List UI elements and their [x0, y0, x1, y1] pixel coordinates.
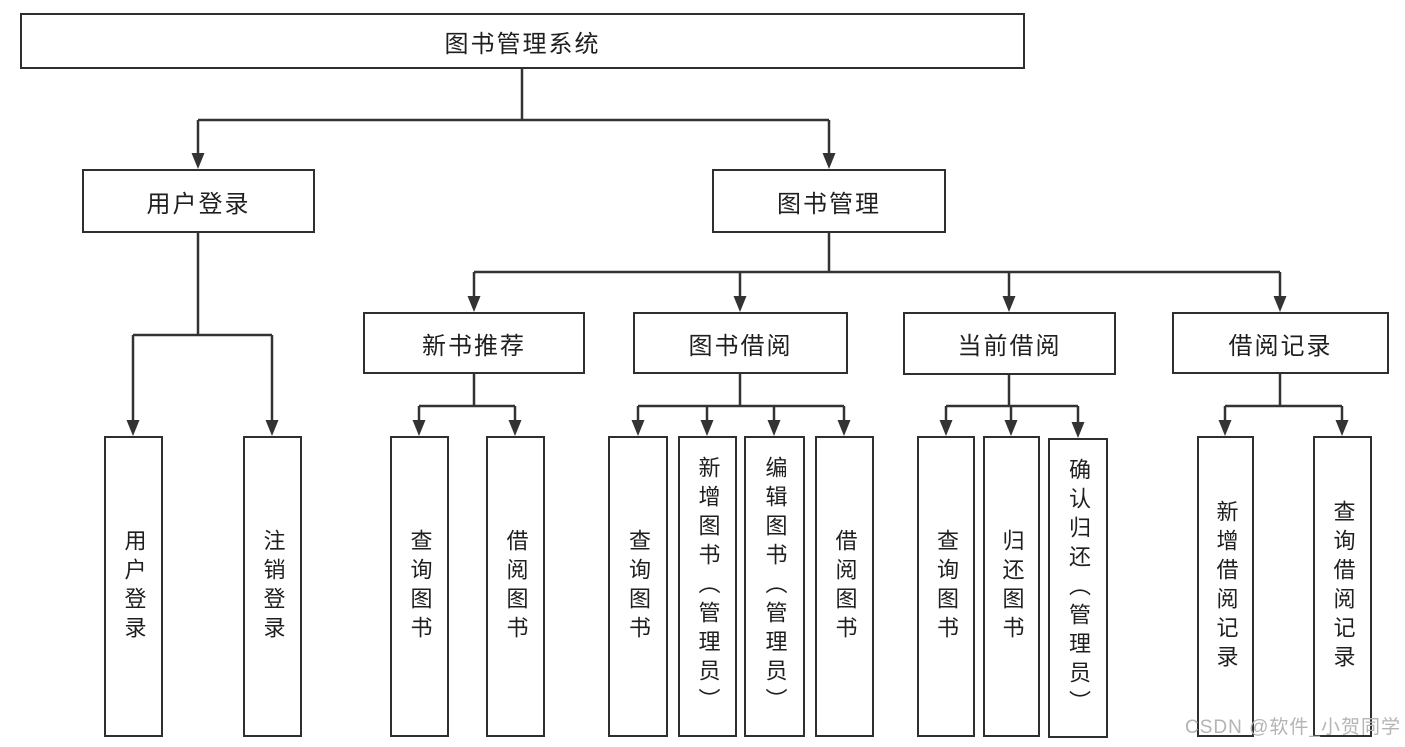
node-label: 用户登录: [146, 190, 251, 218]
node-label: 用户登录: [121, 528, 147, 645]
node-user-login: 用户登录: [82, 169, 315, 233]
node-label: 新增借阅记录: [1213, 499, 1239, 674]
arrowhead: [733, 296, 747, 312]
arrowhead: [126, 420, 140, 436]
edge-line: [944, 375, 1080, 425]
node-current-borrowing: 当前借阅: [903, 312, 1116, 375]
arrowhead: [508, 420, 522, 436]
node-new-book-recommendation: 新书推荐: [363, 312, 585, 374]
node-leaf-query-borrow-record: 查询借阅记录: [1313, 436, 1372, 737]
node-label: 查询图书: [626, 528, 651, 645]
node-leaf-user-login: 用户登录: [104, 436, 163, 737]
node-label: 注销登录: [260, 528, 286, 645]
arrowhead: [1218, 420, 1232, 436]
arrowhead: [265, 420, 279, 436]
arrowhead: [837, 420, 851, 436]
edge-line: [472, 233, 1282, 299]
edge-line: [1223, 374, 1344, 423]
node-label: 新书推荐: [422, 332, 526, 360]
arrowhead: [191, 153, 205, 169]
node-leaf-borrow-books-recommend: 借阅图书: [486, 436, 545, 737]
node-leaf-add-books-admin: 新增图书（管理员）: [678, 436, 737, 737]
arrowhead: [939, 420, 953, 436]
node-label: 查询图书: [407, 528, 433, 645]
node-leaf-edit-books-admin: 编辑图书（管理员）: [744, 436, 805, 737]
node-label: 查询借阅记录: [1330, 499, 1356, 674]
node-label: 查询图书: [934, 528, 959, 645]
node-leaf-query-books-borrow: 查询图书: [608, 436, 668, 737]
node-leaf-return-books: 归还图书: [983, 436, 1040, 737]
arrowhead: [1004, 420, 1018, 436]
arrowhead: [467, 296, 481, 312]
node-borrowing-records: 借阅记录: [1172, 312, 1389, 374]
node-label: 图书管理: [777, 190, 881, 218]
edge-line: [636, 374, 846, 423]
node-label: 借阅图书: [832, 528, 858, 645]
arrowhead: [631, 420, 645, 436]
node-leaf-confirm-return-admin: 确认归还（管理员）: [1048, 438, 1108, 738]
node-leaf-query-books-current: 查询图书: [917, 436, 975, 737]
arrowhead: [1273, 296, 1287, 312]
edge-line: [131, 233, 274, 423]
node-leaf-logout: 注销登录: [243, 436, 302, 737]
node-label: 借阅记录: [1228, 332, 1333, 360]
arrowhead: [1002, 296, 1016, 312]
edge-line: [196, 69, 831, 156]
node-label: 当前借阅: [957, 333, 1062, 360]
node-label: 图书借阅: [688, 332, 793, 360]
node-label: 新增图书（管理员）: [695, 456, 721, 717]
arrowhead: [767, 420, 781, 436]
node-leaf-add-borrow-record: 新增借阅记录: [1197, 436, 1254, 737]
node-book-management: 图书管理: [712, 169, 946, 233]
arrowhead: [822, 153, 836, 169]
node-leaf-borrow-books: 借阅图书: [815, 436, 874, 737]
node-label: 借阅图书: [503, 528, 529, 645]
node-label: 编辑图书（管理员）: [762, 456, 788, 717]
node-label: 图书管理系统: [444, 30, 601, 58]
node-label: 归还图书: [999, 528, 1025, 645]
arrowhead: [1071, 422, 1085, 438]
edge-line: [417, 374, 517, 423]
node-leaf-query-books-recommend: 查询图书: [390, 436, 449, 737]
node-label: 确认归还（管理员）: [1066, 457, 1091, 719]
arrowhead: [412, 420, 426, 436]
node-root: 图书管理系统: [20, 13, 1025, 69]
node-book-borrowing: 图书借阅: [633, 312, 848, 374]
arrowhead: [1335, 420, 1349, 436]
arrowhead: [700, 420, 714, 436]
